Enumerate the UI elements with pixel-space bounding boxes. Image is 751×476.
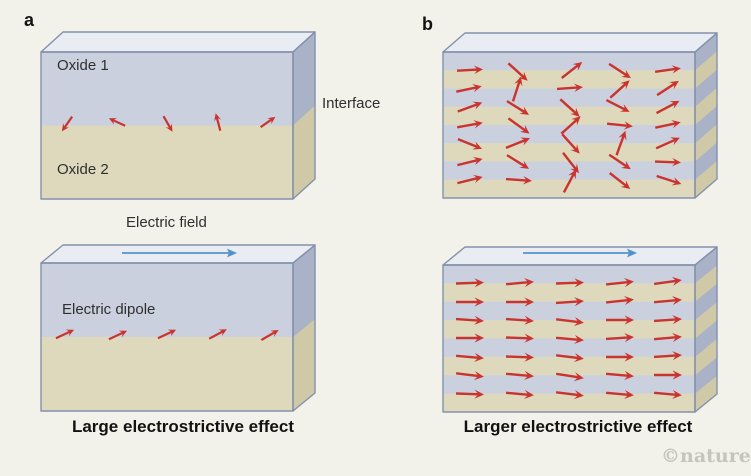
electric-field-arrow (523, 248, 637, 258)
dipole-arrow (455, 352, 484, 362)
dipole-arrow (259, 116, 276, 129)
dipole-arrow (555, 317, 584, 327)
dipole-arrow (260, 330, 279, 341)
dipole-arrow (456, 65, 483, 75)
dipole-arrow (555, 278, 584, 288)
dipole-arrow (456, 297, 484, 307)
dipole-arrow (108, 330, 128, 341)
dipole-arrow (455, 371, 484, 381)
superlattice-box-no-field (442, 32, 718, 199)
dipole-arrow (162, 115, 173, 132)
dipole-arrow (615, 130, 627, 156)
dipole-arrow (505, 176, 532, 185)
panel-b-label: b (422, 14, 433, 34)
dipole-arrow (653, 333, 682, 343)
dipole-arrow (505, 352, 534, 362)
dipole-arrow (507, 117, 530, 134)
dipole-arrow (505, 370, 534, 380)
dipole-arrow (455, 315, 484, 325)
dipole-arrow (108, 118, 126, 127)
dipole-arrow (654, 65, 681, 74)
dipole-arrow (505, 315, 534, 325)
dipole-arrow (208, 329, 227, 340)
dipole-arrow (653, 315, 682, 325)
dipole-arrow (457, 156, 483, 167)
oxide2-label: Oxide 2 (57, 161, 109, 178)
dipole-arrow (455, 278, 484, 288)
dipole-arrow (555, 390, 584, 400)
dipole-arrow (608, 62, 631, 79)
dipole-arrow (609, 172, 631, 190)
dipole-arrow (559, 98, 580, 117)
dipole-arrow (55, 329, 75, 340)
dipole-arrow (556, 83, 583, 92)
dipole-arrow (456, 83, 482, 93)
oxide1-label: Oxide 1 (57, 57, 109, 74)
dipole-arrow (654, 370, 682, 380)
dipole-arrow (561, 133, 580, 154)
dipole-arrow (456, 120, 483, 129)
electric-field-arrow (122, 248, 237, 258)
dipole-arrow (654, 157, 681, 167)
nature-watermark: ©nature (661, 445, 751, 467)
dipole-arrow (555, 372, 584, 382)
dipole-arrow (605, 277, 634, 288)
dipole-arrow (655, 100, 680, 115)
dipole-arrow (605, 370, 634, 380)
dipole-arrow (605, 333, 634, 343)
dipole-arrow (655, 119, 681, 129)
dipole-arrow (505, 389, 534, 399)
bilayer-box-with-field (40, 244, 316, 412)
dipole-arrow (455, 389, 484, 399)
dipole-arrow (457, 101, 483, 113)
dipole-arrow (457, 174, 483, 185)
caption-large-effect: Large electrostrictive effect (71, 417, 295, 436)
dipole-arrow (606, 121, 633, 130)
interface-label: Interface (322, 95, 381, 112)
dipole-arrow (555, 353, 584, 363)
dipole-arrow (605, 389, 634, 399)
dipole-arrow (456, 333, 484, 343)
bilayer-box-no-field (40, 31, 316, 200)
dipole-arrow (555, 297, 584, 307)
dipole-arrow (506, 100, 530, 115)
dipole-arrow (562, 169, 577, 194)
superlattice-box-with-field (442, 246, 718, 413)
dipole-arrow (653, 296, 682, 306)
dipole-arrow (555, 334, 584, 344)
dipole-arrow (561, 61, 583, 79)
dipole-arrow (505, 333, 534, 343)
dipole-arrow (506, 297, 534, 307)
dipole-arrow (457, 138, 483, 150)
electric-dipole-label: Electric dipole (62, 301, 156, 318)
dipole-arrow (505, 278, 534, 288)
panel-a-label: a (24, 10, 35, 30)
dipole-arrow (656, 80, 679, 97)
dipole-arrow (608, 153, 631, 170)
dipole-arrow (653, 351, 682, 361)
dipole-arrow (606, 352, 634, 362)
dipole-arrow (655, 137, 680, 150)
caption-larger-effect: Larger electrostrictive effect (463, 417, 693, 436)
dipole-arrow (61, 115, 74, 132)
dipole-arrow (506, 154, 530, 169)
electric-field-label: Electric field (126, 214, 207, 231)
dipole-arrow (560, 116, 581, 135)
dipole-arrow (653, 389, 682, 399)
dipole-arrow (656, 174, 682, 186)
dipole-arrow (157, 329, 177, 340)
dipole-arrow (605, 295, 634, 306)
dipole-arrow (511, 76, 523, 102)
dipole-arrow (214, 113, 222, 131)
dipole-arrow (606, 315, 634, 325)
dipole-arrow (609, 80, 630, 99)
dipole-arrow (605, 99, 630, 112)
dipole-arrow (653, 276, 682, 286)
dipole-arrow (562, 152, 580, 174)
dipole-arrow (505, 137, 531, 149)
